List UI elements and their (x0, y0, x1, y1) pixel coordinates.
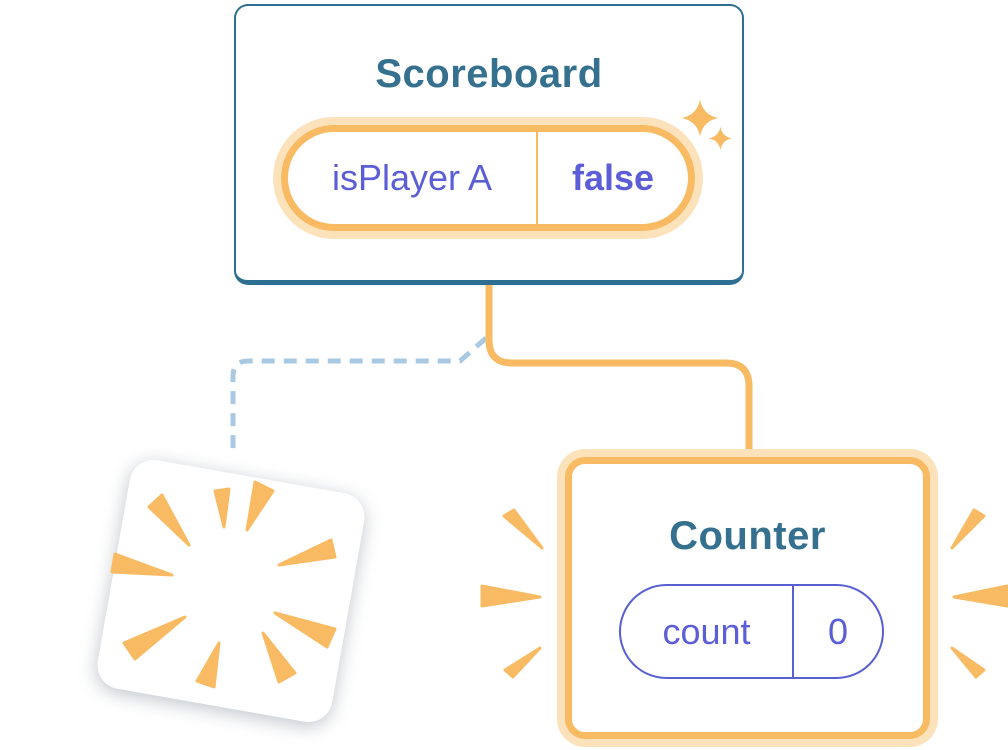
sparkles-icon (681, 99, 733, 151)
pill-divider (536, 132, 538, 224)
dashed-connector-to-removed (230, 336, 488, 456)
pill-divider (792, 586, 794, 677)
state-value-label: false (571, 157, 655, 198)
destruction-burst-icon (110, 480, 337, 689)
scoreboard-title: Scoreboard (375, 52, 603, 96)
state-key-label: count (662, 610, 751, 652)
emphasis-rays-left-icon (480, 508, 544, 679)
counter-title: Counter (669, 514, 826, 558)
solid-connector-to-counter (485, 280, 753, 455)
counter-state-pill: count 0 (619, 584, 884, 679)
scoreboard-component-card: Scoreboard isPlayer A false (234, 4, 744, 285)
state-value-label: 0 (827, 610, 849, 652)
scoreboard-state-pill: isPlayer A false (281, 125, 695, 231)
state-key-label: isPlayer A (331, 157, 493, 198)
counter-component-card: Counter count 0 (565, 457, 930, 739)
emphasis-rays-right-icon (950, 508, 1008, 679)
